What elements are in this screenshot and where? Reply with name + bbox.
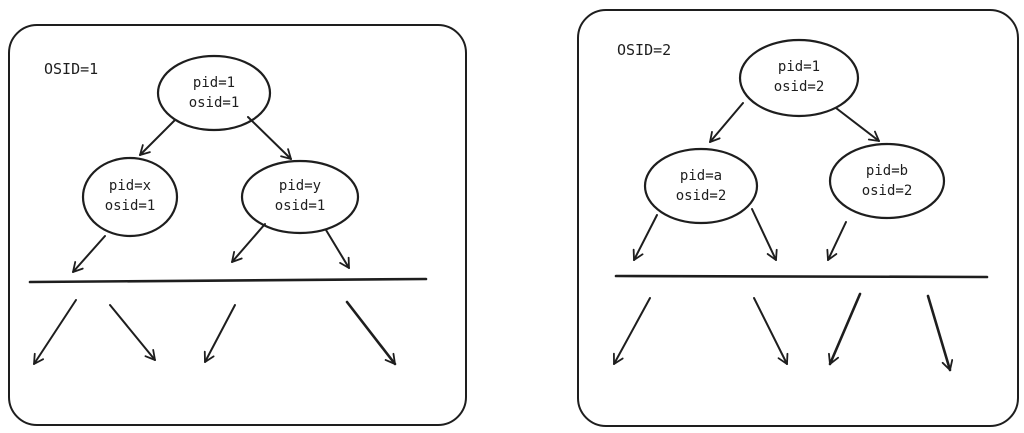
node-osid: osid=2 bbox=[862, 183, 913, 199]
arrow-root-to-right bbox=[835, 107, 880, 142]
arrow-below-3 bbox=[828, 292, 862, 366]
node-ellipse bbox=[828, 142, 946, 220]
arrow-root-to-left bbox=[709, 102, 744, 143]
node-ellipse bbox=[81, 156, 179, 238]
child-process-node-right: pid=y osid=1 bbox=[240, 159, 360, 235]
arrow-right-down-a bbox=[231, 223, 266, 263]
arrow-below-1 bbox=[33, 299, 77, 365]
node-osid: osid=2 bbox=[676, 188, 727, 204]
node-pid: pid=y bbox=[279, 178, 321, 194]
panel-title: OSID=2 bbox=[617, 41, 671, 59]
arrow-right-down-b bbox=[325, 229, 350, 269]
node-ellipse bbox=[738, 38, 860, 118]
arrow-left-down-b bbox=[751, 208, 778, 261]
node-pid: pid=b bbox=[866, 163, 908, 179]
panel-frame bbox=[8, 24, 467, 426]
namespace-divider bbox=[28, 277, 428, 284]
node-osid: osid=2 bbox=[774, 79, 825, 95]
child-process-node-right: pid=b osid=2 bbox=[828, 142, 946, 220]
arrow-below-2 bbox=[109, 304, 156, 361]
node-ellipse bbox=[156, 54, 272, 132]
arrow-right-down bbox=[826, 221, 847, 261]
node-pid: pid=a bbox=[680, 168, 722, 184]
arrow-root-to-right bbox=[247, 116, 292, 160]
node-pid: pid=1 bbox=[778, 59, 820, 75]
root-process-node: pid=1 osid=1 bbox=[156, 54, 272, 132]
arrow-below-3 bbox=[203, 304, 236, 363]
arrow-left-down bbox=[72, 235, 106, 273]
node-osid: osid=1 bbox=[105, 198, 156, 214]
node-ellipse bbox=[240, 159, 360, 235]
arrow-below-1 bbox=[613, 297, 651, 365]
node-osid: osid=1 bbox=[189, 95, 240, 111]
root-process-node: pid=1 osid=2 bbox=[738, 38, 860, 118]
arrow-below-2 bbox=[753, 297, 789, 365]
arrow-root-to-left bbox=[139, 119, 176, 156]
arrow-below-4 bbox=[926, 294, 954, 372]
node-pid: pid=1 bbox=[193, 75, 235, 91]
panel-title: OSID=1 bbox=[44, 60, 98, 78]
namespace-divider bbox=[614, 274, 989, 279]
node-ellipse bbox=[643, 147, 759, 225]
arrow-left-down-a bbox=[632, 214, 658, 261]
panel-osid-1: OSID=1 pid=1 osid=1 pid=x osid=1 pid=y o… bbox=[8, 24, 467, 426]
panel-frame bbox=[577, 9, 1019, 427]
child-process-node-left: pid=a osid=2 bbox=[643, 147, 759, 225]
node-pid: pid=x bbox=[109, 178, 151, 194]
child-process-node-left: pid=x osid=1 bbox=[81, 156, 179, 238]
node-osid: osid=1 bbox=[275, 198, 326, 214]
arrow-below-4 bbox=[345, 300, 397, 366]
panel-osid-2: OSID=2 pid=1 osid=2 pid=a osid=2 pid=b o… bbox=[577, 9, 1019, 427]
